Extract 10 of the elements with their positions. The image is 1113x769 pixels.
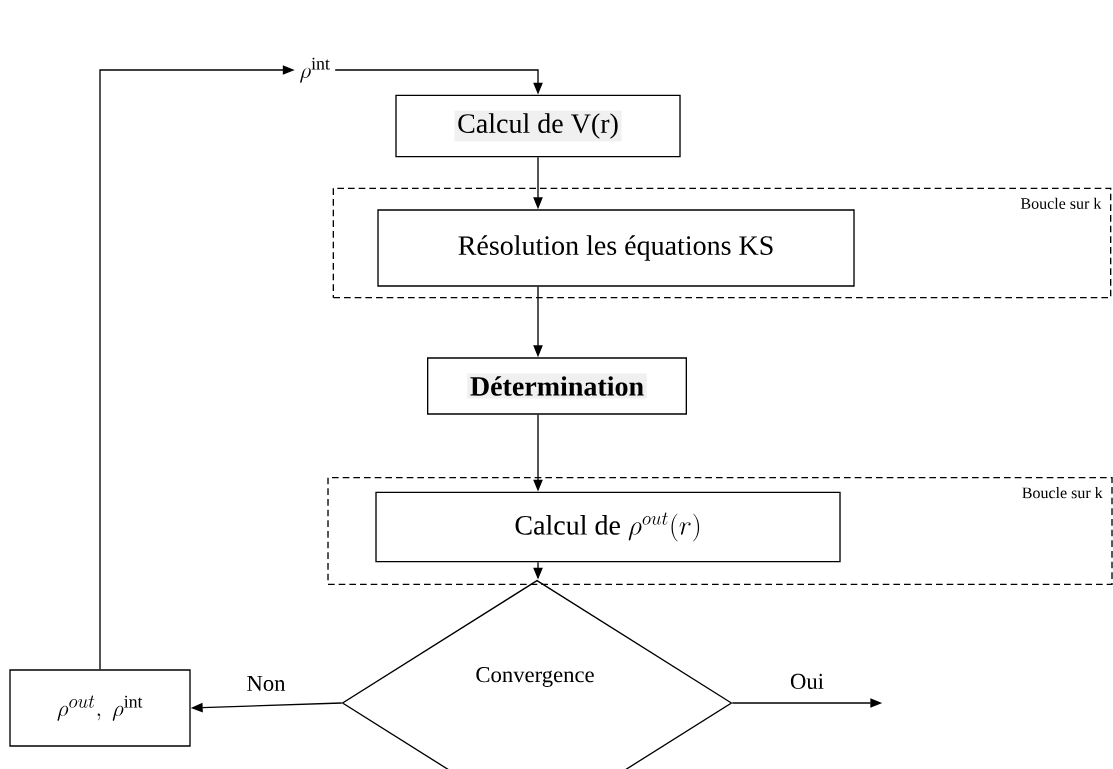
process-box: Calcul de $\rho^{out}(r)$ [375, 491, 841, 563]
process-box: $\rho^{out},\ \rho^{\mathrm{int}}$ [9, 669, 191, 747]
edge-label: Oui [788, 672, 826, 691]
process-box: Détermination [427, 357, 687, 415]
edge-label: Non [245, 674, 287, 693]
process-box: Calcul de V(r) [395, 94, 681, 158]
process-box: Résolution les équations KS [377, 209, 855, 287]
loop-label: Boucle sur k [1020, 197, 1102, 209]
symbol-label: $\rho^{\mathrm{int}}$ [300, 57, 330, 83]
loop-label: Boucle sur k [1022, 487, 1103, 499]
